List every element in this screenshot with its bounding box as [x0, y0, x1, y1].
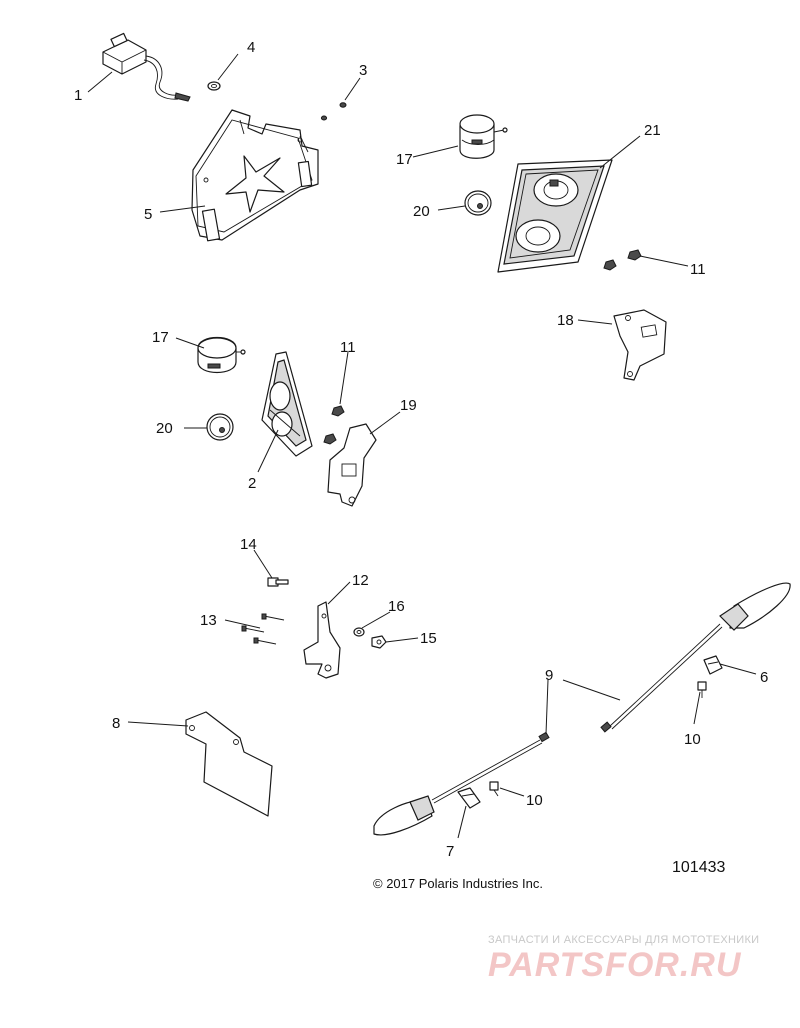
- part-20-middle-lens: [206, 413, 234, 441]
- callout-17-middle: 17: [152, 329, 169, 346]
- part-9-right-turn-signal: [600, 582, 791, 733]
- part-14-bolt: [267, 577, 289, 587]
- part-20-upper-lens: [464, 190, 492, 216]
- part-1-switch: [102, 32, 191, 102]
- part-9-left-turn-signal: [373, 731, 550, 836]
- part-11-upper-nut: [603, 249, 642, 271]
- callout-18: 18: [557, 312, 574, 329]
- part-19-bracket: [327, 423, 377, 507]
- part-6-connector: [703, 655, 723, 675]
- leader-lines: [87, 53, 757, 839]
- part-13-screw: [241, 613, 285, 645]
- callout-16: 16: [388, 598, 405, 615]
- part-3-nut: [320, 102, 347, 121]
- document-number: 101433: [672, 859, 726, 876]
- part-17-middle-socket: [197, 337, 246, 373]
- part-11-middle-nut: [323, 405, 345, 445]
- callout-10-lower: 10: [526, 792, 543, 809]
- callout-11-middle: 11: [340, 339, 356, 356]
- callout-10-right: 10: [684, 731, 701, 748]
- part-5-mounting-plate: [191, 109, 319, 242]
- callout-6: 6: [760, 669, 768, 686]
- part-17-upper-socket: [459, 114, 508, 159]
- callout-labels: 1 2 3 4 5 6 7 8 9 10 10 11 11 12 13 14 1…: [74, 39, 768, 860]
- callout-1: 1: [74, 87, 82, 104]
- part-10-lower-screw: [489, 781, 499, 797]
- part-10-right-screw: [697, 681, 707, 698]
- callout-20-upper: 20: [413, 203, 430, 220]
- callout-8: 8: [112, 715, 120, 732]
- callout-14: 14: [240, 536, 257, 553]
- part-7-connector: [457, 787, 481, 809]
- callout-19: 19: [400, 397, 417, 414]
- callout-13: 13: [200, 612, 217, 629]
- part-12-bracket: [303, 601, 341, 679]
- callout-3: 3: [359, 62, 367, 79]
- callout-9: 9: [545, 667, 553, 684]
- callout-20-middle: 20: [156, 420, 173, 437]
- callout-15: 15: [420, 630, 437, 647]
- part-15-nut: [371, 635, 387, 649]
- watermark-tagline: ЗАПЧАСТИ И АКСЕССУАРЫ ДЛЯ МОТОТЕХНИКИ: [488, 934, 760, 946]
- callout-12: 12: [352, 572, 369, 589]
- part-21-headlight-housing: [497, 159, 613, 273]
- callout-21: 21: [644, 122, 661, 139]
- callout-5: 5: [144, 206, 152, 223]
- callout-4: 4: [247, 39, 255, 56]
- part-4-washer: [207, 81, 221, 91]
- callout-17-upper: 17: [396, 151, 413, 168]
- callout-11-upper: 11: [690, 261, 706, 278]
- part-18-bracket: [613, 309, 667, 381]
- callout-2: 2: [248, 475, 256, 492]
- callout-7: 7: [446, 843, 454, 860]
- part-16-washer: [353, 627, 365, 637]
- copyright-notice: © 2017 Polaris Industries Inc.: [373, 876, 543, 891]
- watermark-logo: PARTSFOR.RU: [488, 946, 742, 984]
- part-8-plate: [185, 711, 273, 817]
- part-2-headlight-housing: [261, 351, 313, 457]
